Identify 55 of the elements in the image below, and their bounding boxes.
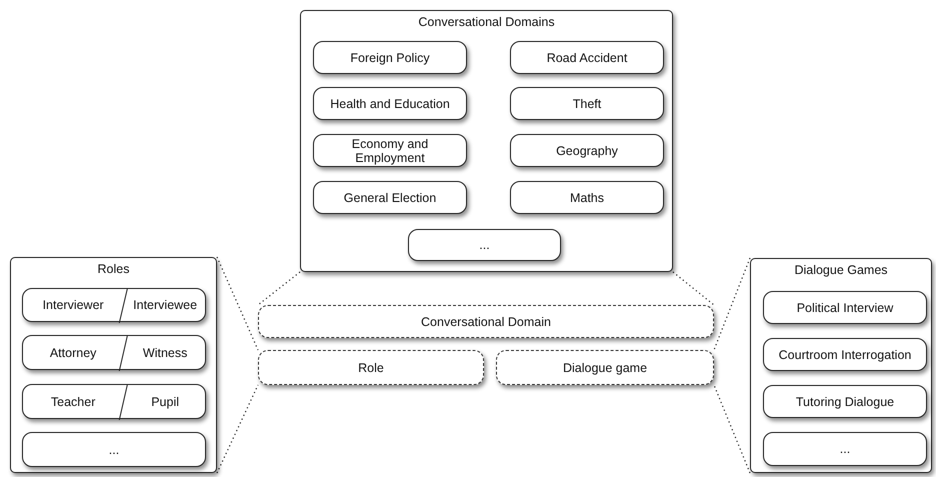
- item-box: [763, 432, 927, 466]
- box-label: ...: [478, 238, 491, 252]
- dotted-connector: [216, 384, 259, 474]
- box-label: Political Interview: [796, 300, 894, 314]
- group-panel: [750, 258, 932, 473]
- dashed-box: [496, 350, 714, 385]
- item-box: [763, 338, 927, 371]
- group-panel: [300, 10, 673, 272]
- item-box: [313, 134, 467, 167]
- item-box: [510, 181, 664, 214]
- item-box: [510, 87, 664, 120]
- box-label: Courtroom Interrogation: [778, 348, 912, 362]
- box-label: Road Accident: [546, 50, 628, 64]
- role-pair-box: [22, 288, 206, 322]
- role-label: Interviewer: [42, 298, 105, 312]
- box-label: General Election: [342, 190, 438, 204]
- box-label: Tutoring Dialogue: [794, 394, 896, 408]
- item-box: [313, 87, 467, 120]
- panel-heading: Conversational Domains: [417, 15, 556, 29]
- item-box: [313, 41, 467, 74]
- item-box: [510, 41, 664, 74]
- panel-heading: Roles: [96, 262, 130, 276]
- item-box: [313, 181, 467, 214]
- role-pair-box: [22, 335, 206, 370]
- panel-heading: Dialogue Games: [793, 263, 889, 277]
- dotted-connector: [258, 272, 300, 306]
- box-label: Maths: [568, 190, 606, 204]
- role-label: Attorney: [48, 346, 98, 360]
- role-label: Witness: [142, 346, 188, 360]
- role-label: Interviewee: [132, 298, 198, 312]
- dashed-box: [258, 305, 714, 338]
- role-label: Teacher: [50, 394, 96, 408]
- role-label: Pupil: [150, 394, 180, 408]
- dotted-connector: [672, 272, 714, 306]
- item-box: [408, 229, 561, 261]
- box-label: ...: [108, 442, 120, 456]
- box-label: Economy and Employment: [350, 136, 430, 164]
- item-box: [763, 291, 927, 324]
- box-label: Theft: [572, 96, 602, 110]
- box-label: ...: [838, 442, 852, 456]
- group-panel: [10, 257, 217, 473]
- item-box: [22, 432, 206, 467]
- box-label: Health and Education: [329, 96, 451, 110]
- box-label: Foreign Policy: [349, 50, 431, 64]
- box-label: Conversational Domain: [420, 314, 552, 328]
- dotted-connector: [713, 384, 751, 474]
- box-label: Role: [357, 360, 385, 374]
- box-label: Dialogue game: [562, 360, 648, 374]
- item-box: [763, 385, 927, 418]
- box-label: Geography: [555, 144, 619, 158]
- role-pair-box: [22, 384, 206, 419]
- dashed-box: [258, 350, 484, 385]
- dotted-connector: [713, 258, 751, 350]
- dotted-connector: [216, 256, 259, 350]
- item-box: [510, 134, 664, 167]
